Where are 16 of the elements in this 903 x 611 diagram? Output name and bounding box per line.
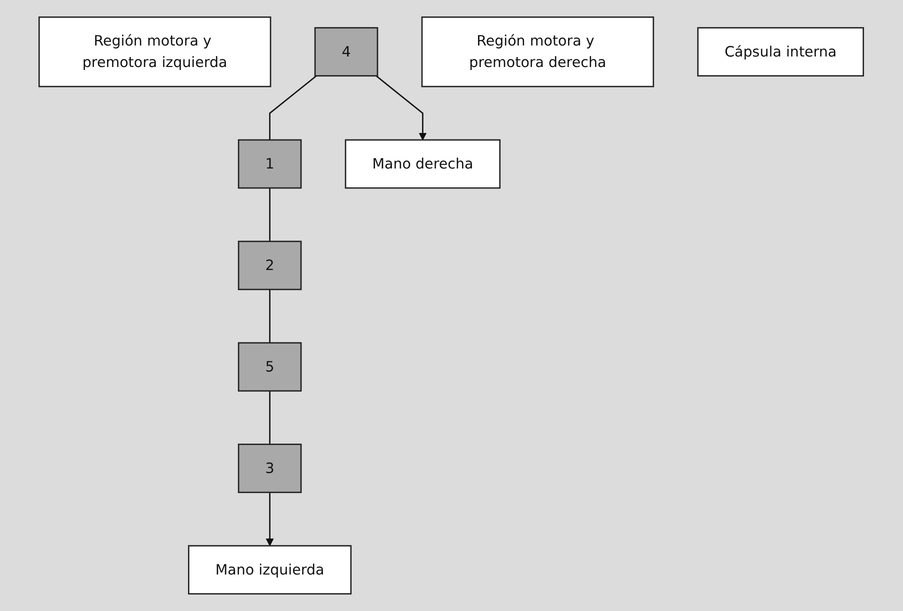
connector: [269, 390, 271, 444]
arrow: [266, 492, 274, 546]
node-box: Mano izquierda: [188, 545, 352, 595]
node-box: Región motora y premotora izquierda: [38, 16, 272, 88]
node-box: Mano derecha: [345, 139, 501, 189]
connector: [269, 75, 318, 140]
node-box: Cápsula interna: [698, 27, 864, 77]
node-box: 3: [238, 444, 302, 494]
node-box: 1: [238, 139, 302, 189]
node-box: 4: [314, 27, 378, 77]
arrow: [376, 75, 427, 140]
connector: [269, 188, 271, 242]
node-box: 2: [238, 240, 302, 290]
node-box: Región motora y premotora derecha: [422, 16, 654, 88]
connector: [269, 289, 271, 343]
node-box: 5: [238, 342, 302, 392]
